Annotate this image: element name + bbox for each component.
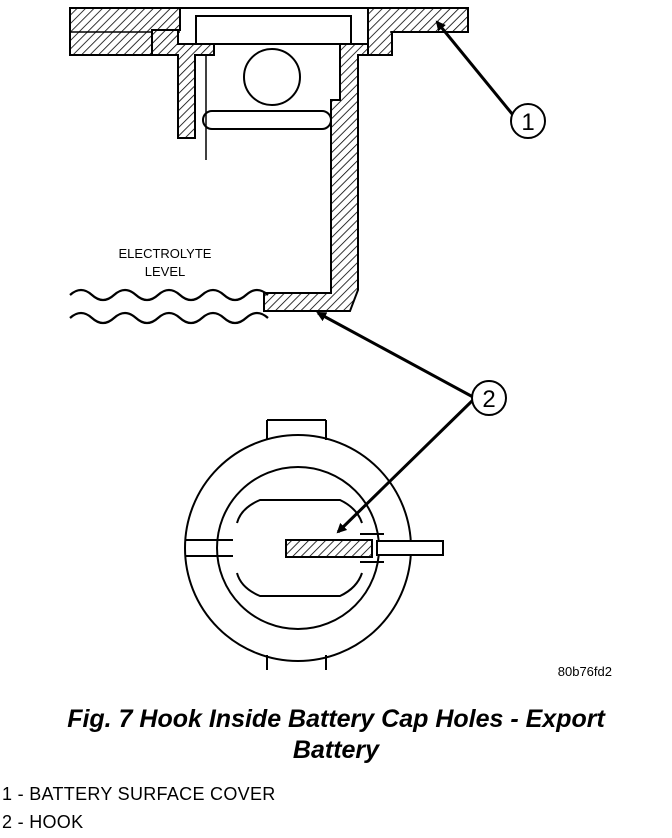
figure-caption-line1: Fig. 7 Hook Inside Battery Cap Holes - E… (67, 705, 605, 733)
cap-hole-top-view (184, 419, 444, 670)
battery-hook-diagram: ELECTROLYTE LEVEL 1 2 80b76fd2 (69, 7, 612, 679)
callout-2: 2 (316, 311, 507, 534)
electrolyte-level-waves (69, 288, 269, 325)
electrolyte-label-line2: LEVEL (145, 264, 185, 279)
electrolyte-label-line1: ELECTROLYTE (119, 246, 212, 261)
figure-caption-line2: Battery (292, 736, 380, 764)
image-code: 80b76fd2 (558, 664, 612, 679)
legend-item-1: 1 - BATTERY SURFACE COVER (2, 784, 276, 804)
vent-cap-section (151, 7, 369, 312)
legend-item-2: 2 - HOOK (2, 812, 84, 832)
svg-text:2: 2 (482, 386, 495, 413)
callout-1: 1 (435, 20, 546, 139)
svg-text:1: 1 (521, 109, 534, 136)
